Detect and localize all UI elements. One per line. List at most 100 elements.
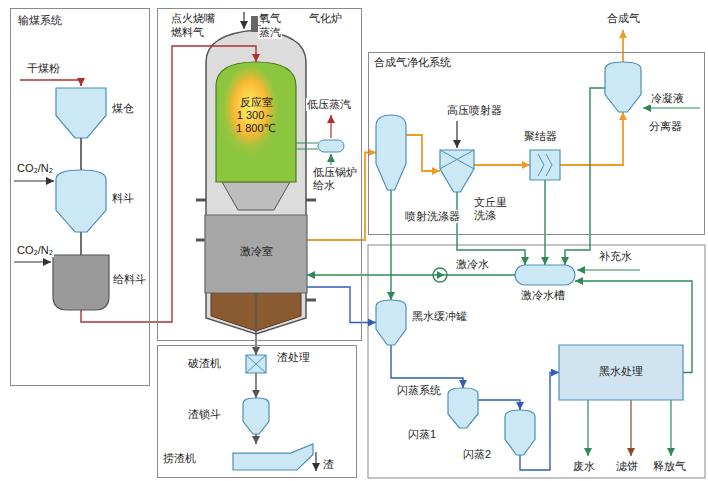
panel-border (158, 9, 362, 341)
flow-connector (478, 400, 520, 410)
equipment-label: 给料斗 (113, 273, 146, 286)
flow-connector (474, 164, 530, 166)
equipment-node: 喷射洗涤器 (376, 115, 406, 190)
label-holder: 闪蒸1 (408, 428, 436, 441)
label-holder: 聚结器 (524, 130, 557, 143)
equipment-label: 分离器 (649, 120, 682, 133)
equipment-node: 煤仓 (56, 88, 106, 138)
flame-glow (221, 67, 278, 158)
equipment-node: 破渣机 (246, 355, 266, 373)
equipment-outline (505, 410, 535, 455)
stream-label: 闪蒸系统 (396, 384, 442, 397)
equipment-outline (243, 398, 269, 434)
system-panel: 合成气净化系统喷射洗涤器文丘里洗涤 聚结器 分离器 (368, 52, 705, 235)
stream-label: 滤饼 (615, 460, 639, 473)
node-label: 激冷室 (205, 245, 307, 258)
waste-water-line (587, 400, 588, 456)
label-stack: 黑水处理 (559, 365, 683, 378)
equipment-node: 渣锁斗 (243, 398, 269, 434)
equipment-shape (376, 115, 406, 190)
node-label: 黑水处理 (559, 365, 683, 378)
equipment-detail (246, 355, 266, 373)
equipment-label: 煤仓 (112, 102, 134, 115)
gas-feed-line (14, 180, 54, 181)
panel-border (369, 53, 705, 235)
stream-label: 渣 (322, 458, 335, 471)
equipment-outline (246, 355, 266, 373)
node-label: 反应室 (216, 96, 296, 109)
steam-line (330, 115, 331, 138)
stream-label: 燃料气 (170, 26, 205, 39)
equipment-shape (368, 52, 705, 235)
panel-title: 输煤系统 (18, 14, 62, 27)
label-holder: 冷凝液 (650, 92, 685, 105)
black-water-panel (368, 245, 705, 478)
node-label: 1 300～ 1 800℃ (234, 109, 278, 135)
stream-label: 氧气 (258, 12, 282, 25)
flow-connector (307, 287, 376, 323)
equipment-shape (376, 300, 406, 345)
equipment-outline (515, 265, 575, 285)
filter-cake-line (630, 400, 631, 456)
equipment-outline (376, 115, 406, 190)
label-holder: 输煤系统 (18, 14, 62, 27)
equipment-shape (53, 255, 109, 310)
label-holder: 闪蒸2 (463, 448, 491, 461)
syngas-out-line (622, 30, 624, 62)
flow-connector (80, 138, 81, 170)
gasifier-shell (206, 30, 306, 334)
equipment-node: 激冷水槽 (515, 265, 575, 285)
stream-label: 激冷水 (455, 258, 490, 271)
slag-out-line (315, 452, 316, 471)
label-holder: 低压锅炉给水 (312, 166, 360, 192)
equipment-node: 闪蒸2 (505, 410, 535, 455)
flow-connector (255, 373, 256, 398)
equipment-shape (233, 444, 313, 470)
flow-connector (390, 190, 391, 300)
label-stack: 激冷室 (205, 245, 307, 258)
flow-connector (307, 274, 515, 275)
equipment-outline (605, 62, 641, 112)
stream-label: 低压锅炉给水 (312, 166, 360, 192)
flow-connector (565, 88, 605, 265)
equipment-label: 捞渣机 (163, 452, 196, 465)
equipment-outline (530, 150, 560, 180)
equipment-shape (530, 150, 560, 180)
oxygen-feed-line (243, 12, 244, 29)
label-holder: 氧气 (258, 12, 282, 25)
label-holder: 煤仓 (112, 102, 134, 115)
equipment-node: 黑水处理 (559, 345, 683, 400)
label-holder: 激冷水 (455, 258, 490, 271)
equipment-shape (56, 170, 106, 232)
flow-connector (560, 112, 623, 165)
panel-title: 渣处理 (277, 351, 310, 364)
equipment-shape (440, 150, 474, 192)
flow-connector (307, 153, 376, 241)
label-holder: 渣 (322, 458, 335, 471)
equipment-node: 分离器 (605, 62, 641, 112)
equipment-outline (56, 170, 106, 232)
equipment-node: 反应室1 300～ 1 800℃ (216, 62, 296, 182)
equipment-shape (448, 388, 478, 428)
panel-title: 合成气净化系统 (374, 56, 451, 69)
stream-label: 干煤粉 (26, 62, 61, 75)
flow-connector (391, 345, 463, 388)
equipment-outline (56, 88, 106, 138)
label-holder: 文丘里洗涤 (474, 196, 510, 222)
label-holder: 点火烧嘴 (170, 12, 216, 25)
flow-connector (544, 180, 545, 265)
equipment-node: 黑水缓冲罐 (376, 300, 406, 345)
label-holder: 捞渣机 (163, 452, 196, 465)
equipment-shape (243, 398, 269, 434)
label-holder: 黑水缓冲罐 (412, 310, 467, 323)
flow-connector (406, 135, 440, 171)
equipment-outline (440, 150, 474, 192)
stream-label: 合成气 (606, 12, 641, 25)
label-holder: CO₂/N₂ (16, 162, 54, 175)
equipment-label: 料斗 (112, 192, 134, 205)
nozzle-flange (196, 200, 316, 300)
stream-label: 高压喷射器 (446, 104, 503, 117)
equipment-node: 激冷室 (205, 215, 307, 293)
equipment-label: 渣锁斗 (188, 408, 221, 421)
